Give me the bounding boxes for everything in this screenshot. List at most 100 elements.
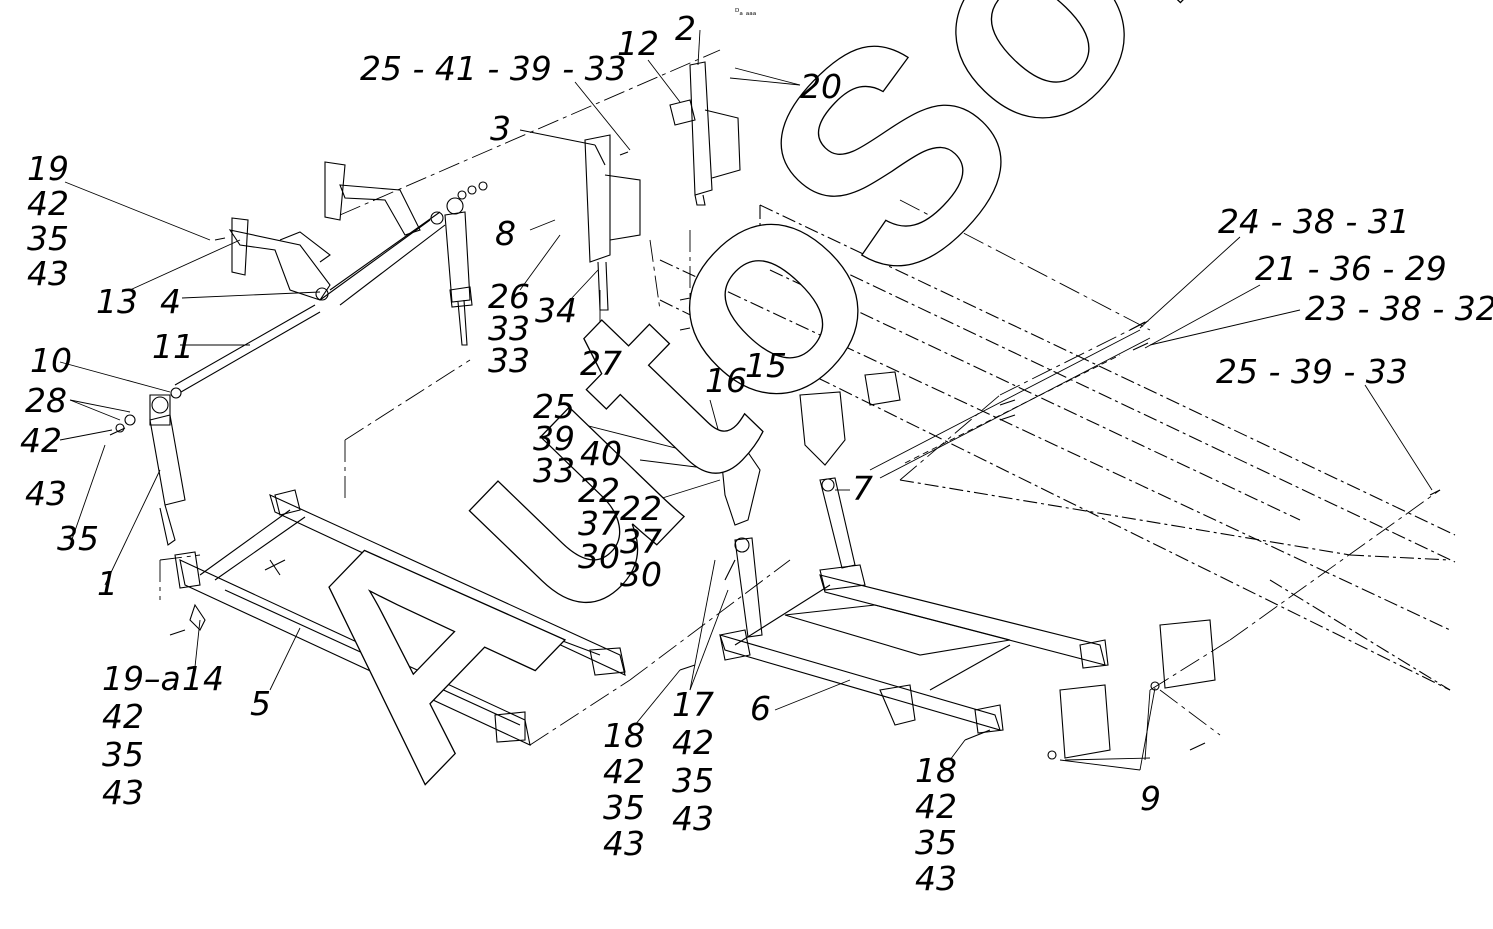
callout-line: 30	[578, 537, 620, 576]
callout-c25c: 25 - 39 - 33	[1216, 352, 1408, 391]
transverse-rail	[869, 329, 1151, 479]
callout-line: 13	[96, 282, 138, 321]
callout-line: 2	[675, 9, 696, 48]
callout-line: 42	[672, 723, 714, 762]
callout-c25a: 25 - 41 - 39 - 33	[360, 49, 627, 88]
callout-line: 35	[102, 735, 144, 774]
callout-line: 12	[617, 24, 659, 63]
shaft-11	[174, 304, 321, 393]
callout-line: 35	[27, 219, 69, 258]
callout-line: 33	[488, 341, 530, 380]
callout-c35: 35	[57, 519, 99, 558]
callout-line: 42	[603, 752, 645, 791]
leader-lines	[59, 29, 1433, 771]
callout-line: 37	[578, 504, 620, 543]
callout-line: 22	[620, 489, 662, 528]
callout-line: 42	[27, 184, 69, 223]
hydraulic-cylinder-right	[444, 197, 473, 346]
callout-line: 6	[750, 689, 771, 728]
callout-c43: 43	[25, 474, 67, 513]
callout-line: 33	[533, 451, 575, 490]
callout-line: 28	[25, 381, 67, 420]
callout-c42: 42	[20, 421, 62, 460]
callout-line: 3	[490, 109, 511, 148]
callout-line: 19–a	[102, 659, 181, 698]
callout-line: 25 - 41 - 39 - 33	[360, 49, 627, 88]
link-17	[734, 537, 763, 638]
callout-c21: 21 - 36 - 29	[1255, 249, 1447, 288]
callout-c9: 9	[1140, 779, 1161, 818]
projection-lines	[159, 49, 1441, 746]
callout-line: 26	[488, 277, 530, 316]
callout-c28: 28	[25, 381, 67, 420]
callout-line: 43	[102, 773, 144, 812]
link-7	[819, 477, 856, 569]
callout-line: 37	[620, 522, 662, 561]
upper-lift-arm	[228, 161, 446, 306]
lower-frame-5	[174, 489, 626, 746]
callout-c8: 8	[495, 214, 516, 253]
callout-line: 42	[915, 787, 957, 826]
mounting-plates-9	[1047, 619, 1216, 761]
callout-c20: 20	[800, 67, 842, 106]
callout-c27: 27	[580, 344, 622, 383]
callout-line: 35	[915, 823, 957, 862]
callout-line: 7	[852, 469, 873, 508]
callout-line: 40	[580, 434, 622, 473]
callout-c24: 24 - 38 - 31	[1218, 202, 1410, 241]
callout-line: 18	[603, 716, 645, 755]
callout-line: 24 - 38 - 31	[1218, 202, 1410, 241]
callout-line: 23 - 38 - 32	[1305, 289, 1493, 328]
callout-line: 42	[102, 697, 144, 736]
callout-c12: 12	[617, 24, 659, 63]
callout-line: 43	[603, 824, 645, 863]
header-tiny-caption: ᴰₐ ₐₐₐ	[735, 8, 756, 18]
callout-line: 39	[533, 419, 575, 458]
callout-line: 10	[30, 341, 72, 380]
callout-line: 43	[672, 799, 714, 838]
callout-line: 16	[705, 361, 747, 400]
callout-line: 35	[57, 519, 99, 558]
callout-c23: 23 - 38 - 32	[1305, 289, 1493, 328]
callout-line: 43	[915, 859, 957, 898]
bracket-3	[584, 134, 641, 311]
callout-line: 5	[250, 684, 271, 723]
lower-frame-6	[719, 564, 1109, 734]
callout-line: 17	[672, 685, 714, 724]
callout-line: 25 - 39 - 33	[1216, 352, 1408, 391]
callout-c15: 15	[745, 346, 787, 385]
callout-line: 19	[27, 149, 69, 188]
watermark-text: AutoSoft	[224, 0, 1345, 834]
callout-line: 1	[97, 564, 118, 603]
callout-c3: 3	[490, 109, 511, 148]
bracket-2	[669, 61, 741, 206]
callout-line: 18	[915, 751, 957, 790]
callout-line: 9	[1140, 779, 1161, 818]
callout-c2: 2	[675, 9, 696, 48]
callout-c5: 5	[250, 684, 271, 723]
callout-c6: 6	[750, 689, 771, 728]
callout-line: 15	[745, 346, 787, 385]
callout-line: 43	[25, 474, 67, 513]
callout-line: 25	[533, 387, 575, 426]
callout-line: 42	[20, 421, 62, 460]
callout-line: 34	[535, 291, 577, 330]
callout-c10: 10	[30, 341, 72, 380]
callout-c40: 40	[580, 434, 622, 473]
callout-line: 33	[488, 309, 530, 348]
callout-line: 8	[495, 214, 516, 253]
line-art	[59, 29, 1456, 771]
callout-c34: 34	[535, 291, 577, 330]
callout-line: 21 - 36 - 29	[1255, 249, 1447, 288]
callout-line: 30	[620, 555, 662, 594]
callout-c14: 14	[182, 659, 224, 698]
fasteners	[109, 151, 1441, 751]
callout-line: 22	[578, 471, 620, 510]
watermark: AutoSoft	[224, 0, 1347, 835]
callout-c1: 1	[97, 564, 118, 603]
